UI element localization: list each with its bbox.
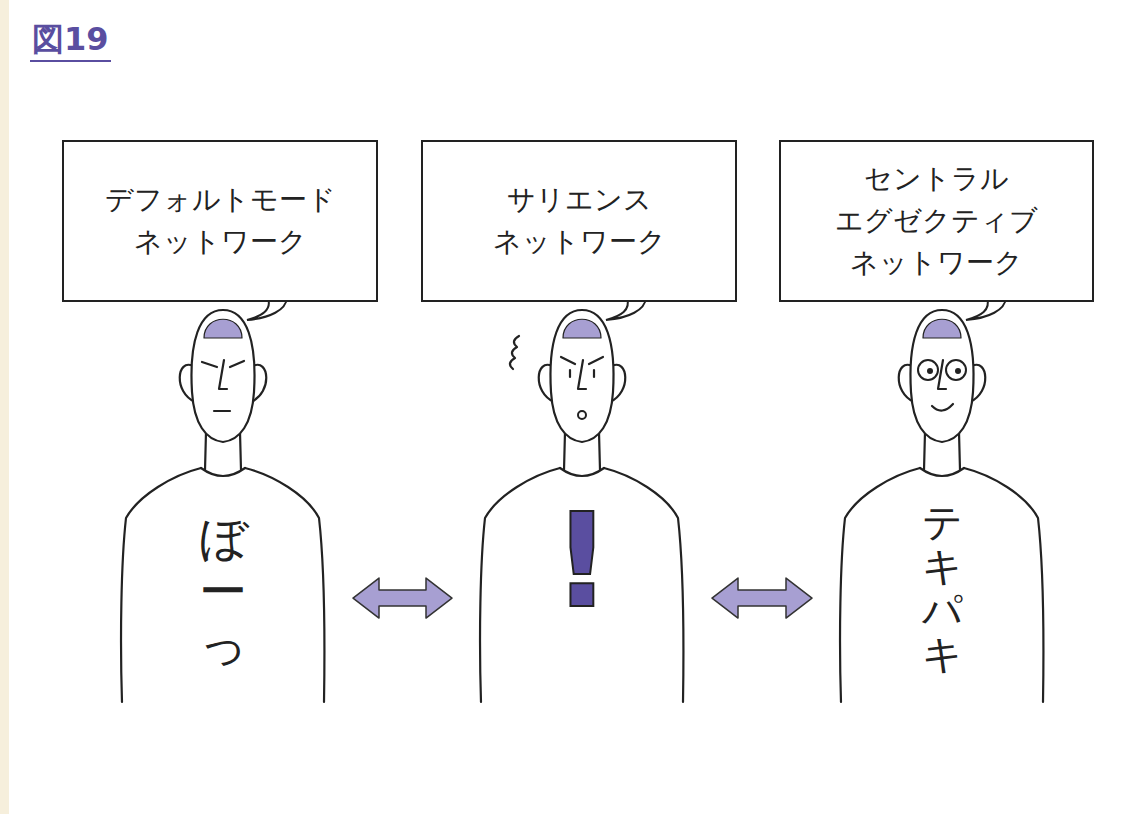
- neck: [205, 432, 206, 470]
- double-arrow: [353, 578, 452, 618]
- smile: [932, 404, 953, 411]
- eyebrow: [589, 357, 603, 364]
- page-edge-strip: [0, 0, 9, 814]
- eye: [918, 360, 938, 380]
- collar: [560, 468, 604, 476]
- nose: [219, 360, 227, 389]
- person-figure: テキパキ: [832, 300, 1052, 710]
- mouth: [578, 411, 586, 419]
- brain-region: [923, 319, 961, 338]
- callout-box: サリエンス ネットワーク: [421, 140, 737, 302]
- body-outline: [121, 468, 201, 702]
- neck: [959, 432, 960, 470]
- closed-eye: [230, 361, 244, 367]
- body-outline: [245, 468, 324, 702]
- network-name: デフォルトモード ネットワーク: [84, 179, 356, 263]
- brain-region: [563, 319, 601, 338]
- body-outline: [604, 468, 683, 702]
- person-figure: ぼーっ: [113, 300, 333, 710]
- mouth: [214, 410, 230, 412]
- figure-title: 図19: [30, 20, 111, 62]
- callout-box: デフォルトモード ネットワーク: [62, 140, 378, 302]
- neck: [599, 432, 600, 470]
- neck: [240, 432, 241, 470]
- eye: [946, 360, 966, 380]
- brain-region: [204, 319, 242, 338]
- body-outline: [964, 468, 1043, 702]
- network-name: サリエンス ネットワーク: [443, 179, 715, 263]
- collar: [920, 468, 964, 476]
- eye: [569, 370, 571, 377]
- head: [550, 310, 613, 442]
- closed-eye: [202, 362, 217, 367]
- nose: [938, 360, 946, 389]
- shirt-text: ぼーっ: [199, 512, 247, 670]
- eye: [593, 370, 595, 377]
- shirt-text: テキパキ: [922, 500, 962, 676]
- alert-squiggle: [510, 336, 519, 369]
- nose: [578, 360, 586, 389]
- body-outline: [480, 468, 560, 702]
- callout-box: セントラル エグゼクティブ ネットワーク: [779, 140, 1094, 302]
- eyebrow: [561, 357, 575, 364]
- collar: [201, 468, 245, 476]
- pupil: [927, 368, 933, 374]
- exclamation-mark: !: [552, 496, 611, 626]
- neck: [924, 432, 925, 470]
- double-arrow: [712, 578, 812, 618]
- network-name: セントラル エグゼクティブ ネットワーク: [801, 158, 1072, 284]
- head: [191, 310, 254, 442]
- body-outline: [840, 468, 920, 702]
- neck: [564, 432, 565, 470]
- pupil: [955, 368, 961, 374]
- person-figure: !: [472, 300, 692, 710]
- head: [910, 310, 973, 442]
